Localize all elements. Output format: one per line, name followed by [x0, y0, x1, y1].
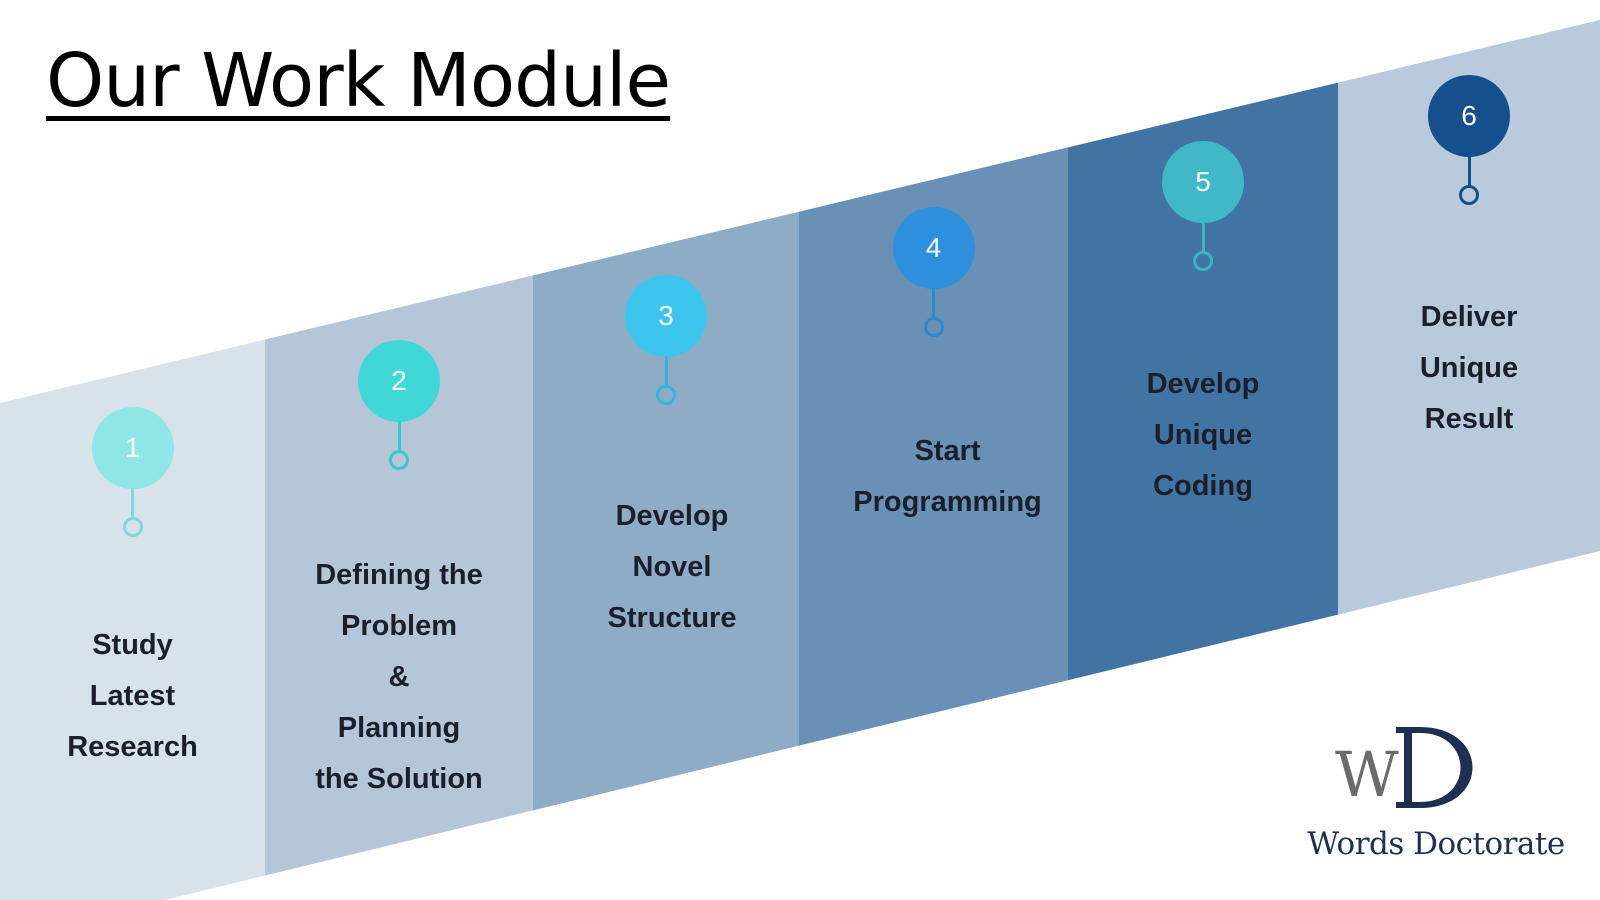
- marker-stem: [131, 488, 134, 518]
- step-label-line: Unique: [1419, 352, 1519, 384]
- step-column-band-4: [799, 147, 1068, 746]
- marker-stem: [397, 421, 401, 451]
- logo-w-letter: W: [1335, 738, 1399, 811]
- step-label-line: Result: [1424, 403, 1514, 435]
- step-label-line: Novel: [632, 551, 712, 583]
- step-label-line: &: [388, 661, 410, 693]
- step-number-marker: 5: [1162, 141, 1244, 223]
- step-label-line: Deliver: [1420, 301, 1518, 333]
- marker-ring-icon: [1193, 251, 1213, 271]
- step-label-line: Unique: [1153, 419, 1253, 451]
- step-label-line: Develop: [615, 500, 729, 532]
- step-number-marker: 4: [892, 207, 975, 289]
- logo-d-letter: [1396, 727, 1473, 808]
- step-label-line: Start: [914, 435, 981, 467]
- step-column-band-2: [265, 275, 533, 876]
- step-column-band-1: [0, 339, 265, 900]
- step-label-line: Structure: [607, 602, 737, 634]
- step-column-band-6: [1338, 19, 1600, 615]
- marker-stem: [1201, 222, 1205, 252]
- step-label-line: Programming: [853, 486, 1042, 518]
- words-doctorate-logo: W: [1335, 727, 1473, 811]
- logo-monogram: W: [1335, 727, 1473, 811]
- step-label-line: Latest: [89, 680, 176, 712]
- step-label-line: Coding: [1153, 470, 1253, 502]
- step-label-line: Planning: [337, 712, 461, 744]
- step-label-line: Defining the: [315, 559, 483, 591]
- step-label-line: Develop: [1146, 368, 1260, 400]
- marker-ring-icon: [656, 385, 676, 405]
- marker-ring-icon: [1459, 185, 1479, 205]
- marker-stem: [664, 356, 668, 386]
- marker-stem: [1467, 156, 1471, 186]
- step-label-line: the Solution: [315, 763, 483, 795]
- step-number-marker: 3: [625, 275, 707, 357]
- marker-ring-icon: [122, 517, 143, 537]
- marker-stem: [932, 288, 935, 318]
- step-number-marker: 2: [358, 340, 440, 422]
- step-label-line: Study: [92, 629, 173, 661]
- step-number-marker: 1: [91, 407, 174, 489]
- page-title: Our Work Module: [46, 38, 671, 124]
- marker-ring-icon: [389, 450, 409, 470]
- step-column-band-5: [1068, 82, 1338, 681]
- marker-ring-icon: [923, 317, 944, 337]
- step-label-line: Research: [67, 731, 198, 763]
- step-column-band-3: [533, 211, 799, 811]
- logo-company-name: Words Doctorate: [1307, 826, 1565, 862]
- step-number-marker: 6: [1428, 75, 1510, 157]
- step-label-line: Problem: [340, 610, 458, 642]
